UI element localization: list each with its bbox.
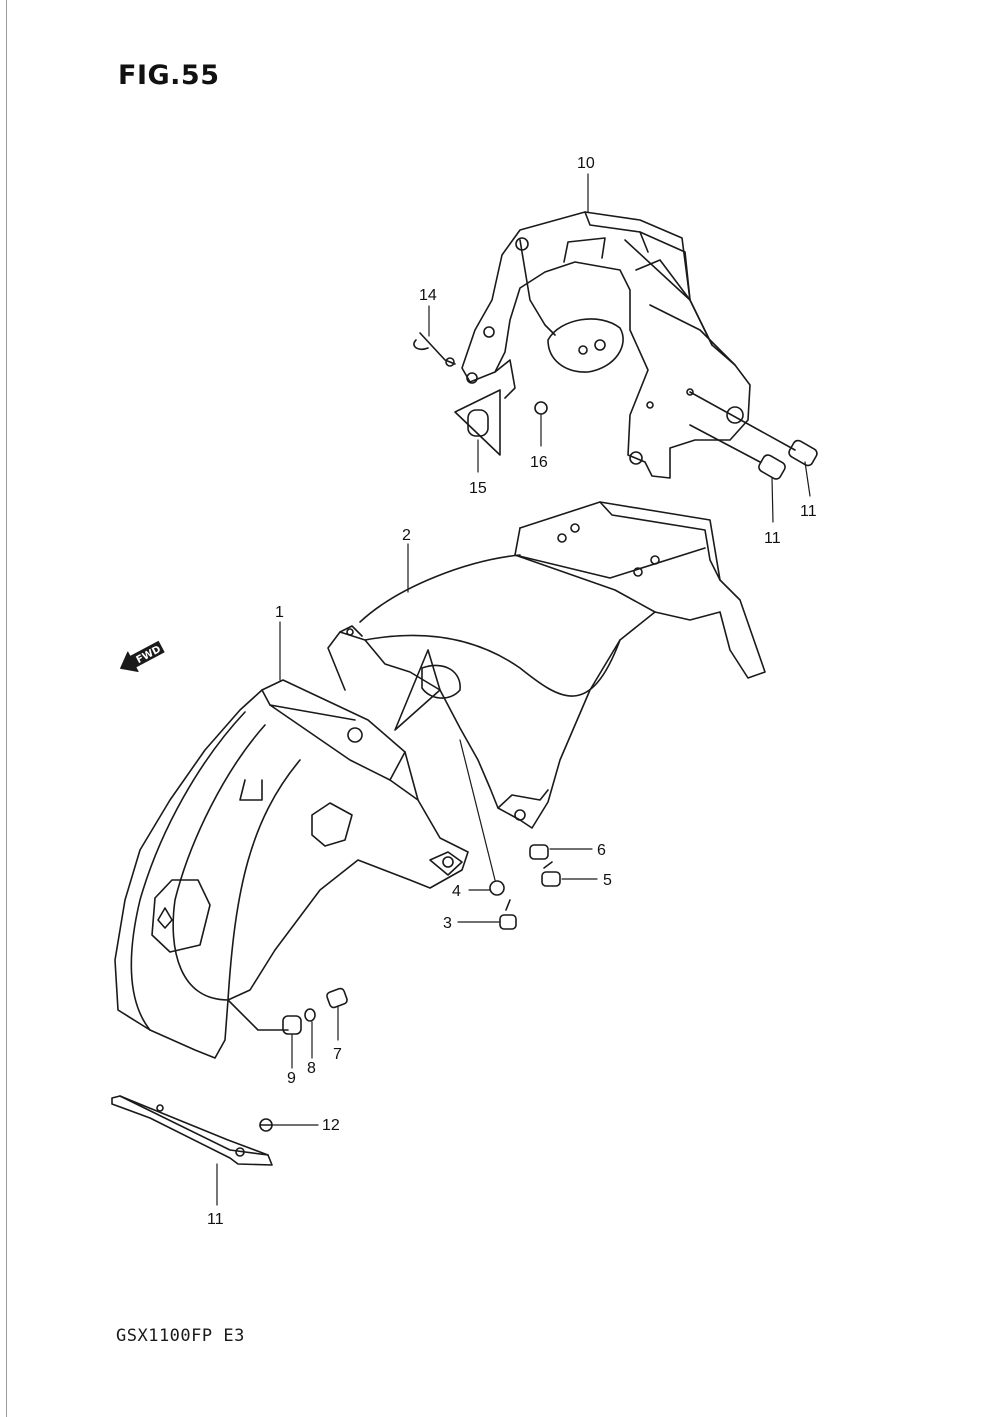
callout-13: 12 [322, 1117, 340, 1134]
callout-1: 1 [275, 604, 284, 621]
callout-4: 4 [452, 883, 461, 900]
callout-7: 7 [333, 1046, 342, 1063]
callout-9: 9 [287, 1070, 296, 1087]
callout-8: 8 [307, 1060, 316, 1077]
part-lower-plate [111, 1095, 273, 1166]
figure-title: FIG.55 [118, 60, 220, 91]
callout-16: 16 [530, 454, 548, 471]
model-code: GSX1100FP E3 [116, 1326, 245, 1346]
callout-12: 11 [207, 1211, 224, 1228]
callout-11-lower: 11 [764, 530, 781, 547]
callout-5: 5 [603, 872, 612, 889]
part-bolts [259, 332, 818, 1132]
callout-3: 3 [443, 915, 452, 932]
part-rear-bracket [461, 211, 751, 479]
callout-14: 14 [419, 287, 437, 304]
part-rear-fender-upper [327, 501, 766, 829]
forward-arrow-icon: FWD [120, 640, 165, 672]
callout-6: 6 [597, 842, 606, 859]
callout-11-upper: 11 [800, 503, 817, 520]
callout-labels: 10 14 15 16 11 11 2 1 6 5 4 3 7 8 9 12 1… [207, 155, 817, 1228]
callout-2: 2 [402, 527, 411, 544]
leader-lines [216, 173, 811, 1206]
callout-10: 10 [577, 155, 595, 172]
scan-edge-line [6, 0, 7, 1417]
callout-15: 15 [469, 480, 487, 497]
part-rear-fender-lower [114, 679, 469, 1059]
